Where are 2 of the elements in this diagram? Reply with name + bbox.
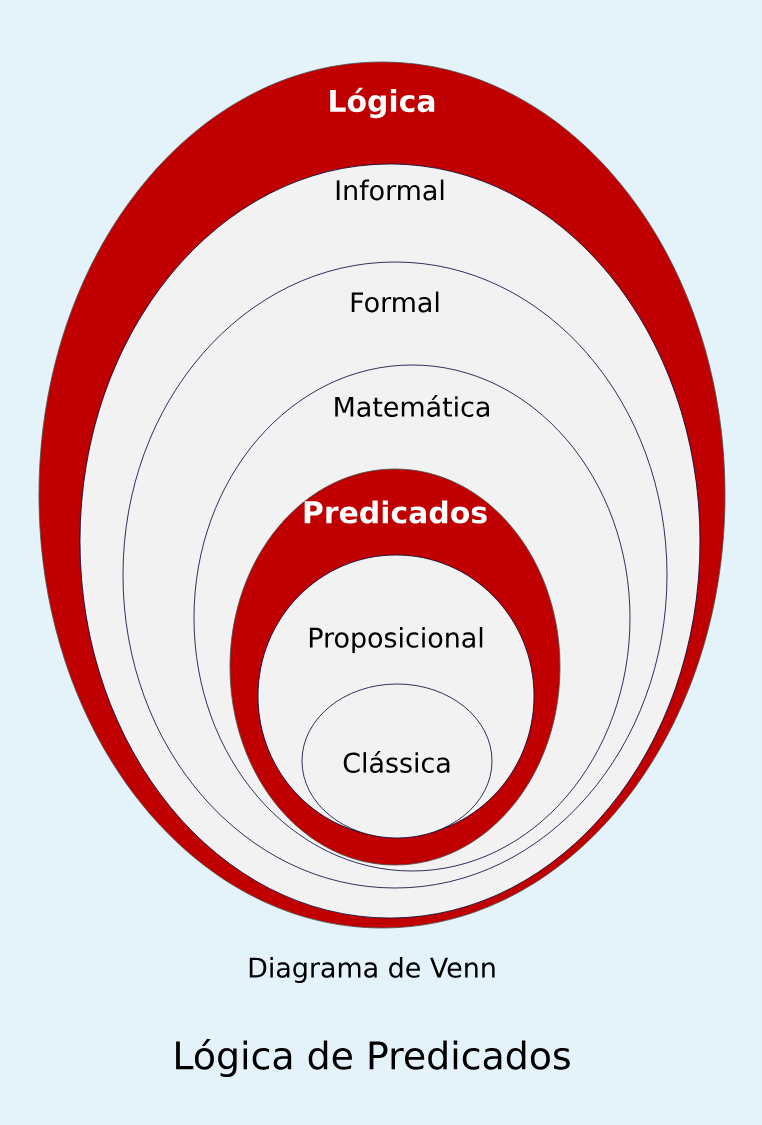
diagram-caption: Diagrama de Venn	[249, 957, 495, 983]
diagram-title: Lógica de Predicados	[176, 1038, 570, 1078]
